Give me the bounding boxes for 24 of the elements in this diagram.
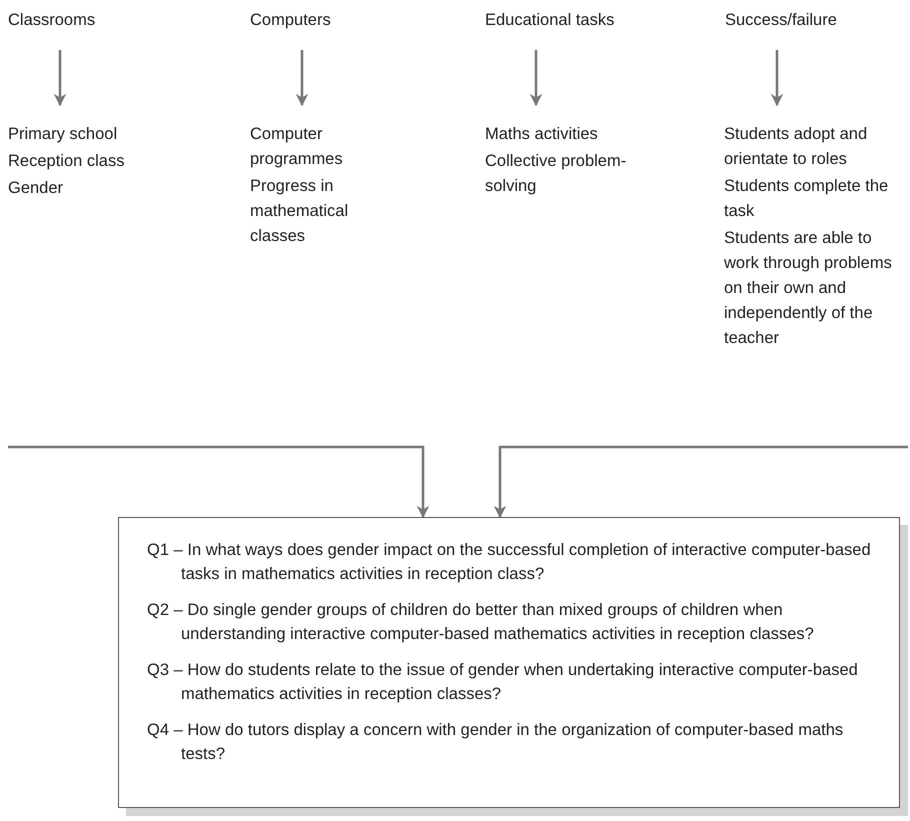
arrow [296,50,308,106]
list-item: Students complete the task [724,176,890,222]
list-item: Collective problem-solving [485,151,628,197]
list-item: Students adopt and orientate to roles [724,124,868,170]
research-question: Q4 – How do tutors display a concern with gender in the organization of computer-based maths tests? [147,720,844,765]
list-item: Maths activities [485,124,599,145]
column-heading: Success/failure [725,10,838,31]
research-question: Q3 – How do students relate to the issue of gender when undertaking interactive computer-based mathematics activities in reception classes? [147,660,859,705]
arrow [770,50,784,106]
arrow [54,50,66,106]
arrow [530,50,542,106]
list-item: Primary school [8,124,118,145]
list-item: Progress in mathematical classes [250,176,350,247]
column-heading: Classrooms [8,10,96,31]
research-question: Q2 – Do single gender groups of children do better than mixed groups of children when understanding interactive computer-based mathematics activities in reception classes? [147,600,815,645]
arrow [494,446,908,518]
column-heading: Educational tasks [485,10,616,31]
list-item: Computer programmes [250,124,344,170]
research-question: Q1 – In what ways does gender impact on the successful completion of interactive computer-based tasks in mathematics activities in reception class? [147,540,872,585]
list-item: Reception class [8,151,126,172]
arrow [8,446,430,518]
list-item: Gender [8,178,64,199]
column-heading: Computers [250,10,332,31]
list-item: Students are able to work through problems on their own and independently of the teacher [724,228,893,349]
